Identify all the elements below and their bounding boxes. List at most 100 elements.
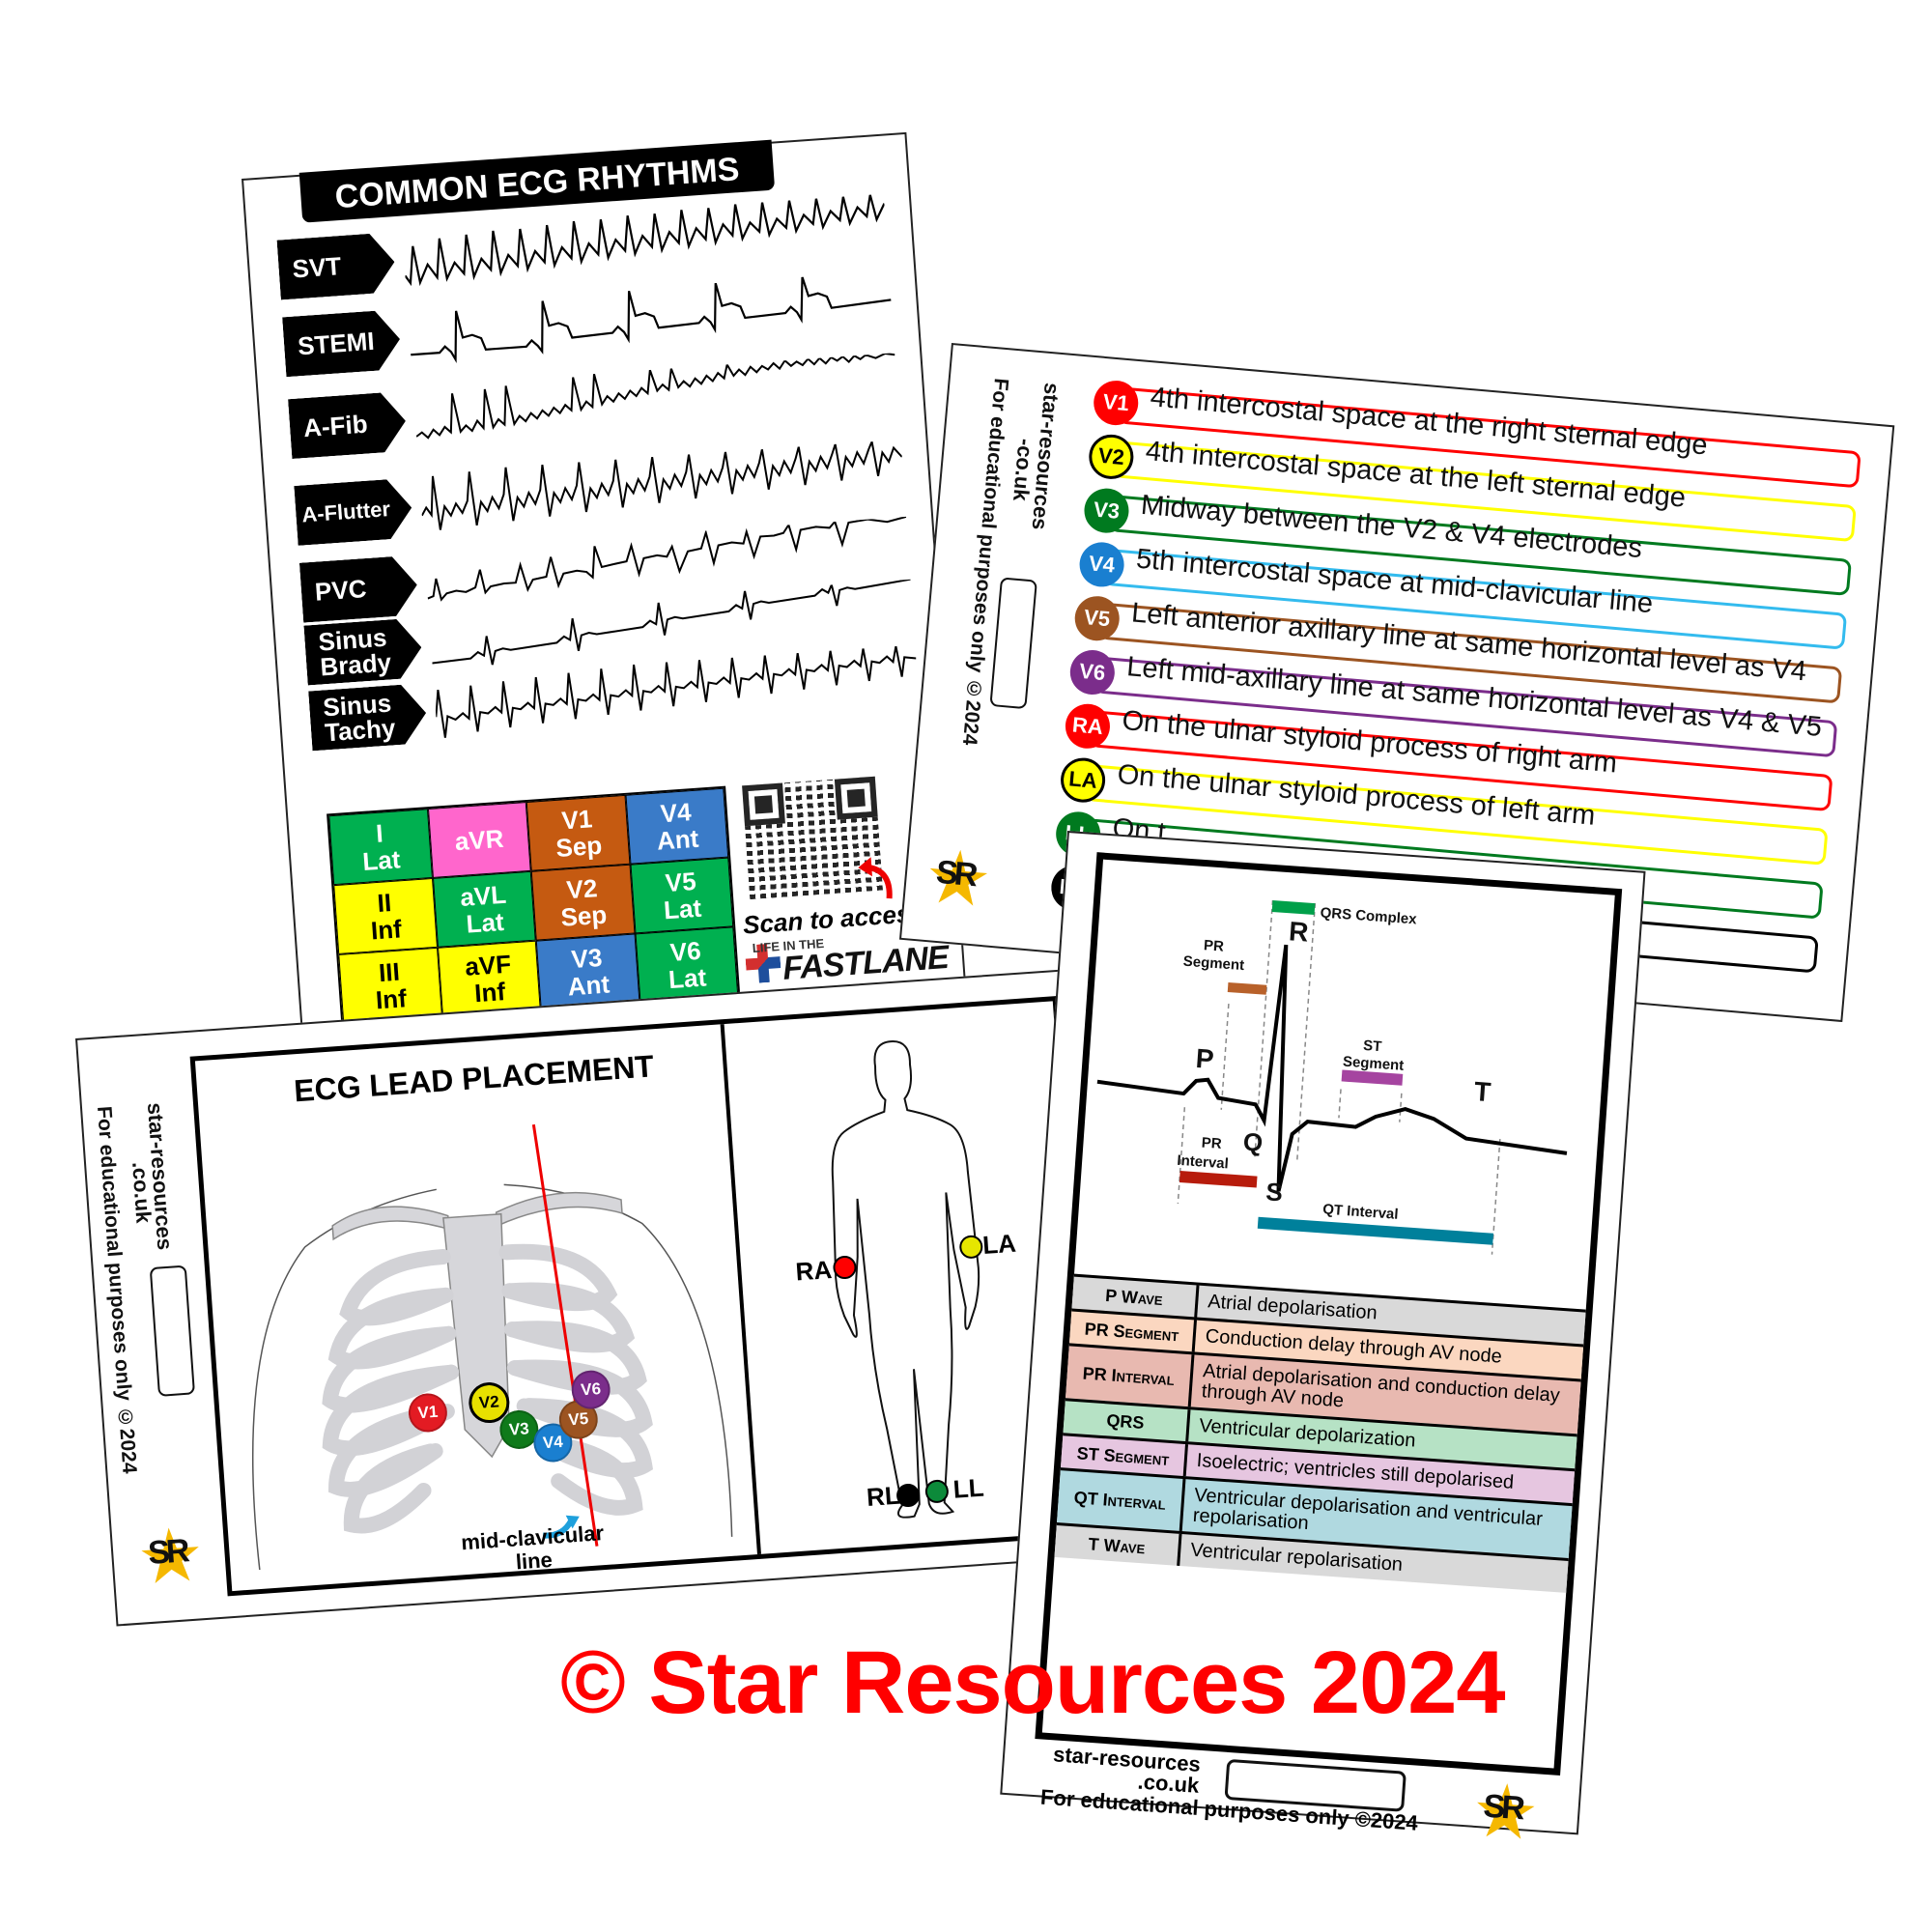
label-prs2: Segment	[1182, 953, 1244, 974]
stemi-trace	[411, 276, 892, 363]
human-body-outline	[831, 1040, 983, 1519]
label-pri2: Interval	[1177, 1152, 1229, 1173]
rhythm-row-stemi: STEMI	[282, 270, 894, 381]
svt-trace	[404, 194, 886, 287]
lead-name: II	[376, 888, 393, 918]
lead-region: Ant	[655, 823, 700, 856]
rhythm-label: Sinus Brady	[303, 617, 423, 685]
lead-region: Inf	[374, 983, 408, 1015]
sinus-tachy-trace	[435, 645, 917, 738]
pr-interval-bar	[1179, 1171, 1258, 1188]
label-sts1: ST	[1363, 1037, 1382, 1055]
component-name: T Wave	[1054, 1524, 1182, 1566]
rhythm-row-sinus-brady: Sinus Brady	[303, 579, 915, 690]
label-sts2: Segment	[1342, 1053, 1404, 1073]
lead-region: Lat	[465, 906, 505, 939]
rhythm-label: A-Fib	[288, 391, 408, 459]
rl-label: RL	[866, 1480, 901, 1512]
lead-region: Lat	[663, 893, 703, 925]
st-segment-bar	[1341, 1069, 1404, 1086]
rhythm-row-pvc: PVC	[299, 516, 911, 627]
rhythm-label: Sinus Tachy	[308, 683, 428, 751]
label-prs1: PR	[1203, 937, 1224, 954]
disclaimer: For educational purposes only ©2024	[92, 1105, 141, 1475]
scan-caption: Scan to access	[742, 897, 925, 940]
label-qrs: QRS Complex	[1320, 904, 1418, 927]
lead-name: V5	[664, 866, 697, 898]
label-q: Q	[1242, 1127, 1264, 1157]
component-name: QT Interval	[1057, 1470, 1186, 1532]
lead-placement-card: star-resources .co.uk For educational pu…	[75, 968, 1120, 1627]
aflutter-trace	[420, 440, 903, 530]
sr-logo: SR	[139, 1525, 203, 1589]
lead-region: Lat	[668, 962, 708, 995]
la-label: LA	[981, 1228, 1017, 1260]
lead-region: Inf	[369, 914, 403, 946]
lead-region: Ant	[566, 969, 611, 1002]
ribcage-illustration	[251, 1123, 733, 1571]
sr-logo: SR	[925, 847, 990, 912]
component-name: PR Interval	[1065, 1346, 1195, 1407]
afib-trace	[415, 353, 895, 440]
sr-logo: SR	[1473, 1781, 1537, 1845]
pr-segment-bar	[1227, 981, 1267, 995]
label-r: R	[1288, 916, 1309, 947]
name-box[interactable]	[149, 1264, 195, 1397]
copyright-watermark: © Star Resources 2024	[560, 1634, 1506, 1732]
label-p: P	[1195, 1043, 1215, 1074]
red-arrow-icon	[858, 857, 893, 899]
lead-name: aVR	[453, 823, 505, 857]
rhythm-row-afib: A-Fib	[288, 353, 899, 463]
lead-name: aVF	[464, 949, 512, 981]
rhythm-label: A-Flutter	[294, 478, 413, 546]
label-s: S	[1264, 1177, 1283, 1207]
lead-name: III	[378, 956, 401, 988]
rhythm-row-sinus-tachy: Sinus Tachy	[308, 645, 920, 755]
lead-name: V1	[560, 804, 594, 836]
rhythm-row-svt: SVT	[276, 194, 888, 304]
lead-region: Sep	[559, 899, 609, 932]
lead-cell-avr: aVR	[427, 802, 531, 878]
lead-name: V6	[668, 935, 702, 967]
rhythm-label: STEMI	[282, 309, 402, 377]
name-box[interactable]	[989, 577, 1037, 710]
label-qt: QT Interval	[1322, 1201, 1399, 1222]
pvc-trace	[427, 516, 907, 602]
lead-region: Inf	[473, 977, 507, 1009]
lead-placement-frame: ECG LEAD PLACEMENT	[189, 995, 1095, 1597]
qrs-bar	[1271, 899, 1316, 916]
rhythms-card: COMMON ECG RHYTHMS SVT STEMI A-Fib A-Flu…	[242, 131, 968, 1046]
lead-name: I	[375, 818, 384, 848]
lead-name: V4	[659, 797, 693, 829]
rhythm-row-aflutter: A-Flutter	[294, 440, 905, 550]
rhythm-label: SVT	[277, 232, 397, 299]
label-t: T	[1473, 1076, 1492, 1107]
site-domain: .co.uk	[128, 1160, 156, 1224]
label-pri1: PR	[1201, 1134, 1222, 1151]
ra-label: RA	[794, 1254, 834, 1287]
lead-name: V2	[565, 873, 599, 905]
sinus-brady-trace	[432, 579, 911, 666]
rhythm-label: PVC	[299, 554, 419, 622]
lead-region: Sep	[554, 830, 604, 863]
qt-interval-bar	[1257, 1216, 1494, 1245]
lead-region: Lat	[361, 844, 402, 876]
